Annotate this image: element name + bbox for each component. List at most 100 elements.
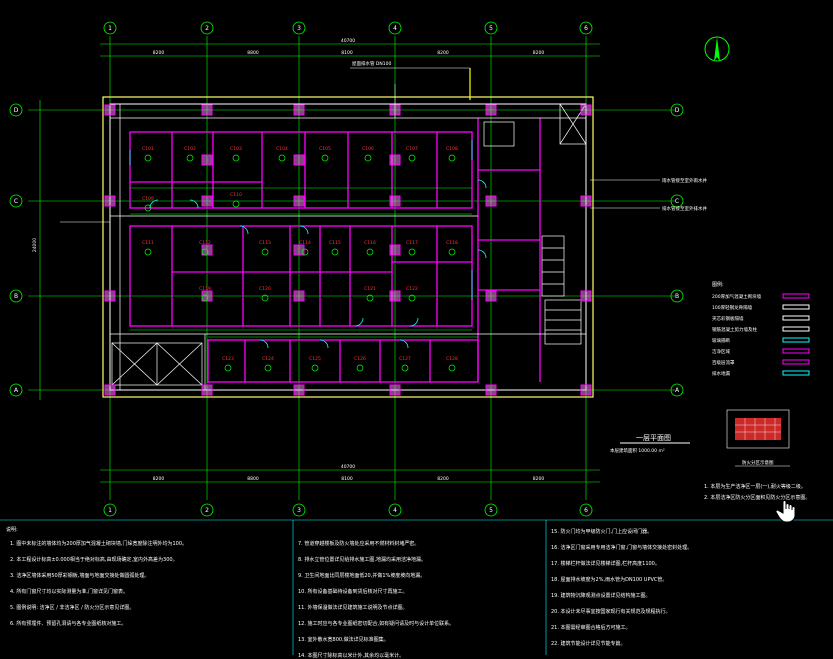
legend-swatch (782, 359, 810, 365)
note-line: 21. 本图需经审图合格后方可施工。 (551, 625, 631, 631)
column (485, 104, 497, 116)
annotation-leaders (60, 67, 660, 223)
room-tag-circle (448, 364, 456, 372)
axis-bubble (103, 21, 117, 35)
axis-bubble (388, 21, 402, 35)
legend-label: 钢筋混凝土剪力墙及柱 (712, 326, 757, 333)
room-code: C126 (354, 356, 366, 362)
bay-dimension: 8200 (437, 50, 449, 56)
column (293, 154, 305, 166)
bay-dimension: 8200 (437, 476, 449, 482)
annotation-1: 屋面排水管 DN100 (352, 60, 391, 67)
column (201, 154, 213, 166)
legend-swatch (782, 304, 810, 310)
axis-bubble (200, 21, 214, 35)
column (293, 244, 305, 256)
room-code: C112 (199, 240, 211, 246)
legend-label: 夹芯彩钢板隔墙 (712, 315, 744, 322)
column (104, 195, 116, 207)
note-line: 12. 施工时应与各专业图纸密切配合,如有疑问请及时与设计单位联系。 (298, 621, 455, 627)
room-tag-circle (232, 200, 240, 208)
room-tag-circle (144, 248, 152, 256)
room-code: C106 (362, 146, 374, 152)
room-code: C121 (364, 286, 376, 292)
fire-zone-detail (726, 409, 790, 449)
structural-columns (104, 104, 592, 396)
remark-2: 2. 本层洁净区防火分区面积见防火分区示意图。 (704, 494, 810, 501)
internal-dimension-lines (130, 187, 478, 338)
room-code: C102 (184, 146, 196, 152)
column (104, 384, 116, 396)
room-code: C116 (364, 240, 376, 246)
doors-and-glazing (129, 140, 487, 349)
room-code: C101 (142, 146, 154, 152)
note-line: 7. 管道穿越楼板及防火墙处应采用不燃材料封堵严密。 (298, 541, 420, 547)
room-tag-circle (144, 204, 152, 212)
inner-wall-line (109, 103, 587, 391)
legend-label: 排水地漏 (712, 370, 730, 377)
column (580, 290, 592, 302)
room-tag-circle (144, 154, 152, 162)
axis-bubble (9, 383, 23, 397)
legend-swatch (782, 326, 810, 332)
note-line: 16. 洁净区门窗采用专用洁净门窗,门窗与墙体交接处密封处理。 (551, 545, 693, 551)
room-tag-circle (261, 294, 269, 302)
axis-label: 2 (205, 507, 209, 514)
total-dimension: 24000 (32, 238, 38, 252)
annotation-3: 排水管接至室外排水井 (662, 205, 707, 212)
bay-dimension: 8200 (533, 476, 545, 482)
axis-bubble (9, 289, 23, 303)
axis-label: 2 (205, 25, 209, 32)
column (389, 154, 401, 166)
legend-swatch (782, 293, 810, 299)
bay-dimension: 8200 (153, 50, 165, 56)
axis-label: 4 (393, 507, 397, 514)
room-code: C120 (259, 286, 271, 292)
bay-dimension: 8800 (247, 50, 259, 56)
axis-label: 3 (297, 25, 301, 32)
axis-bubble (200, 503, 214, 517)
outer-wall-line (102, 96, 594, 398)
axis-label: 3 (297, 507, 301, 514)
annotation-2: 雨水管接至室外雨水井 (662, 177, 707, 184)
column (389, 244, 401, 256)
room-tag-circle (278, 154, 286, 162)
axis-bubble (670, 194, 684, 208)
axis-label: A (675, 387, 680, 394)
column (201, 104, 213, 116)
room-tag-circle (331, 248, 339, 256)
room-code: C108 (446, 146, 458, 152)
column (293, 384, 305, 396)
room-code: C109 (142, 196, 154, 202)
axis-bubble (103, 503, 117, 517)
drawing-subtitle: 本层建筑面积 1000.00 m² (610, 447, 665, 454)
axis-label: C (14, 198, 18, 205)
room-tag-circle (261, 248, 269, 256)
axis-label: 6 (584, 507, 588, 514)
room-code: C110 (230, 192, 242, 198)
note-line: 8. 排水立管位置详见给排水施工图,地漏均采用洁净地漏。 (298, 557, 426, 563)
room-code: C111 (142, 240, 154, 246)
axis-label: D (14, 107, 19, 114)
room-code: C113 (259, 240, 271, 246)
note-line: 19. 建筑物沉降观测点设置详见结构施工图。 (551, 593, 651, 599)
remark-1: 1. 本层为生产洁净区一层(一),耐火等级二级。 (704, 483, 806, 490)
detail-caption: 防火分区示意图 (742, 459, 774, 466)
legend-label: 200厚加气混凝土砌块墙 (712, 293, 762, 300)
axis-label: 5 (489, 25, 493, 32)
axis-label: 1 (108, 507, 112, 514)
axis-bubble (9, 194, 23, 208)
legend-label: 洁净区域 (712, 348, 730, 355)
room-code: C127 (399, 356, 411, 362)
axis-label: C (675, 198, 679, 205)
axis-label: B (14, 293, 18, 300)
room-code: C114 (299, 240, 311, 246)
note-line: 6. 所有预埋件、预留孔洞请与各专业图纸核对施工。 (10, 621, 127, 627)
notes-frame (0, 519, 833, 655)
room-tag-circle (311, 364, 319, 372)
column (389, 195, 401, 207)
note-line: 4. 所有门窗尺寸均以实际测量为准,门窗详见门窗表。 (10, 589, 128, 595)
room-tag-circle (321, 154, 329, 162)
bay-dimension: 8800 (247, 476, 259, 482)
